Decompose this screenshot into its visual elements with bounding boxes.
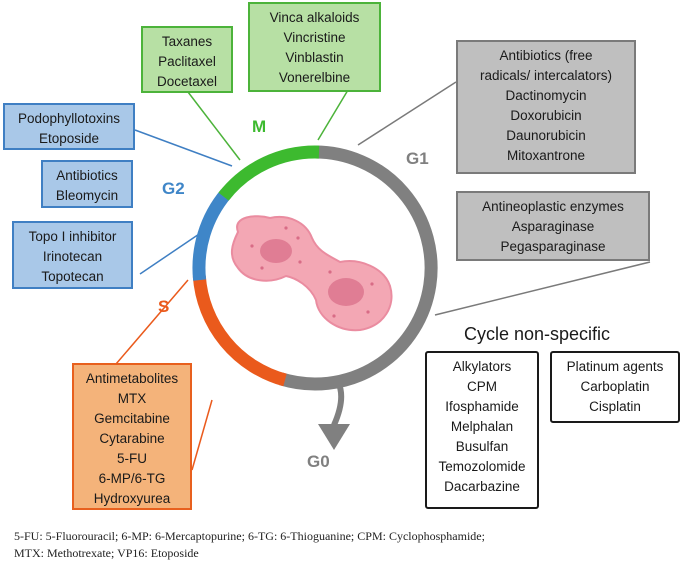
m-phase-arc — [218, 145, 320, 201]
platinum-agents-box: Platinum agents Carboplatin Cisplatin — [550, 351, 680, 423]
phase-label-s: S — [158, 297, 170, 316]
dividing-cell-icon — [231, 215, 393, 332]
antimetabolites-box: Antimetabolites MTX Gemcitabine Cytarabi… — [72, 363, 192, 510]
podophyllotoxins-box: Podophyllotoxins Etoposide — [3, 103, 135, 150]
antineoplastic-enzymes-box: Antineoplastic enzymes Asparaginase Pega… — [456, 191, 650, 261]
connector-topo — [139, 227, 209, 275]
s-phase-arc — [192, 275, 287, 387]
cycle-nonspecific-heading: Cycle non-specific — [464, 324, 611, 344]
connector-antimetabolites-top — [115, 279, 189, 365]
footnote-line-2: MTX: Methotrexate; VP16: Etoposide — [14, 546, 199, 560]
topo-inhibitor-box: Topo I inhibitor Irinotecan Topotecan — [12, 221, 133, 289]
connector-antibiotics-g1 — [357, 81, 457, 146]
taxanes-box: Taxanes Paclitaxel Docetaxel — [141, 26, 233, 93]
g2-phase-arc — [192, 189, 232, 281]
g0-exit-line — [331, 380, 345, 427]
phase-label-m: M — [252, 117, 267, 136]
g0-arrowhead — [318, 424, 350, 450]
cell-cycle-diagram — [115, 81, 651, 471]
connector-enzymes — [434, 261, 651, 316]
antibiotics-g2-box: Antibiotics Bleomycin — [41, 160, 133, 208]
abbreviations-footnote: 5-FU: 5-Fluorouracil; 6-MP: 6-Mercaptopu… — [14, 528, 674, 562]
phase-label-g2: G2 — [162, 179, 185, 198]
connector-antimetabolites-bottom — [191, 399, 213, 471]
g1-phase-arc — [279, 145, 438, 391]
vinca-alkaloids-box: Vinca alkaloids Vincristine Vinblastin V… — [248, 2, 381, 92]
connector-taxanes — [187, 91, 241, 161]
footnote-line-1: 5-FU: 5-Fluorouracil; 6-MP: 6-Mercaptopu… — [14, 529, 485, 543]
phase-label-g1: G1 — [406, 149, 429, 168]
connector-podophyllotoxins — [134, 129, 233, 167]
antibiotics-g1-box: Antibiotics (free radicals/ intercalator… — [456, 40, 636, 174]
connector-vinca — [317, 89, 349, 141]
alkylators-box: Alkylators CPM Ifosphamide Melphalan Bus… — [425, 351, 539, 509]
phase-label-g0: G0 — [307, 452, 330, 471]
